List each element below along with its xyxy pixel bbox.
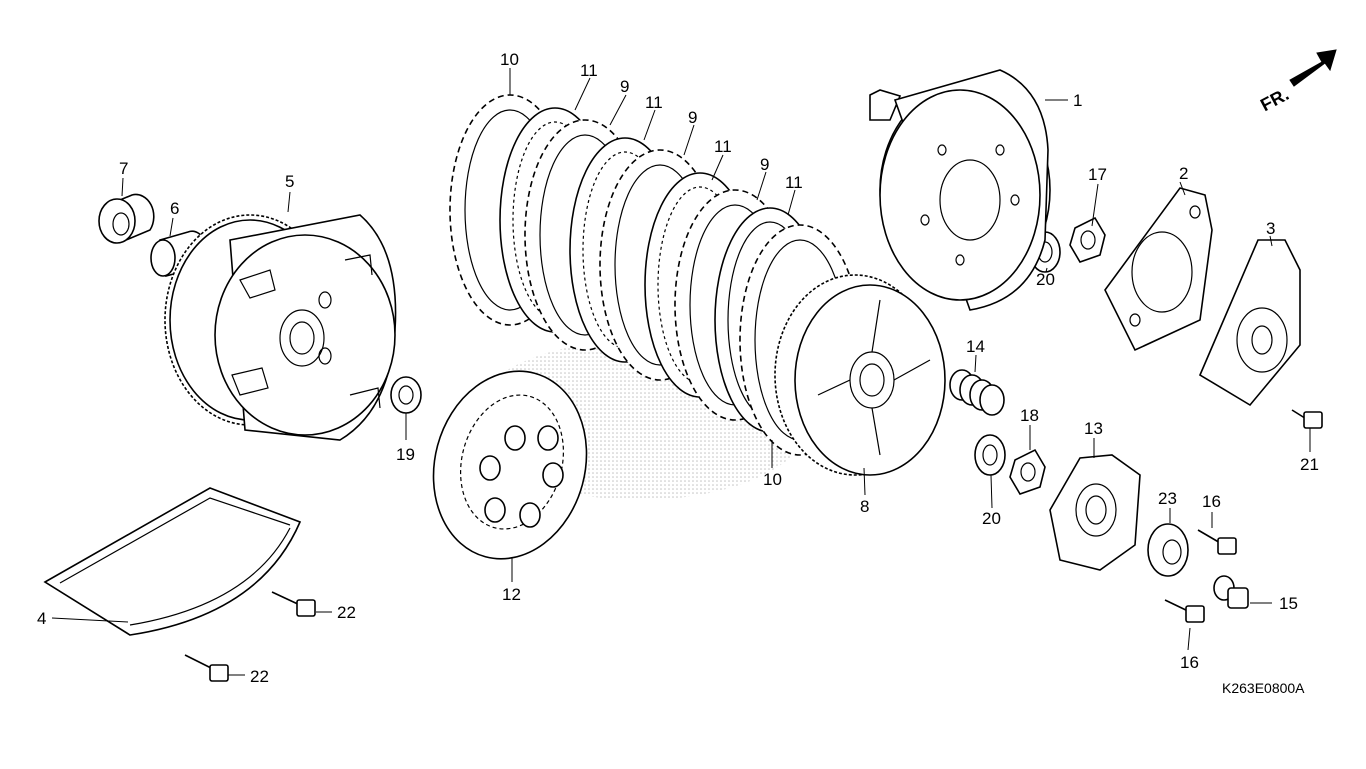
callout-20b: 20 <box>982 509 1001 528</box>
callout-9a: 9 <box>620 77 629 96</box>
callout-7: 7 <box>119 159 128 178</box>
callout-8: 8 <box>860 497 869 516</box>
callout-11a: 11 <box>580 61 598 80</box>
part-13-lifter-plate <box>1049 454 1141 571</box>
part-16-bolt-upper <box>1197 529 1237 555</box>
part-2-cover-gasket <box>1104 187 1213 352</box>
callout-12: 12 <box>502 585 521 604</box>
callout-11c: 11 <box>714 137 732 156</box>
part-19-washer <box>390 376 422 414</box>
part-16-bolt-lower <box>1164 599 1205 623</box>
part-20-washer-lower <box>974 434 1006 476</box>
callout-9b: 9 <box>688 108 697 127</box>
callout-9c: 9 <box>760 155 769 174</box>
callout-labels: 1 2 3 4 5 6 7 8 9 9 9 10 10 11 11 11 11 … <box>37 50 1319 686</box>
callout-1: 1 <box>1073 91 1082 110</box>
part-8-clutch-center <box>774 274 946 476</box>
part-12-pressure-plate <box>432 370 588 560</box>
part-1-drive-housing <box>869 69 1051 311</box>
part-5-clutch-outer <box>164 214 397 441</box>
clutch-disc-stack <box>449 94 861 456</box>
part-15-lifter-pin <box>1213 575 1249 609</box>
part-17-lock-nut <box>1069 216 1106 263</box>
callout-10b: 10 <box>763 470 782 489</box>
callout-21: 21 <box>1300 455 1319 474</box>
callout-16a: 16 <box>1202 492 1221 511</box>
part-21-bolt <box>1291 409 1323 429</box>
part-22-bolt-lower <box>184 654 229 682</box>
callout-20a: 20 <box>1036 270 1055 289</box>
callout-2: 2 <box>1179 164 1188 183</box>
part-4-gasket <box>43 487 302 636</box>
front-direction-label: FR. <box>1257 84 1292 115</box>
callout-18: 18 <box>1020 406 1039 425</box>
leader-lines <box>51 68 1311 676</box>
callout-17: 17 <box>1088 165 1107 184</box>
callout-11d: 11 <box>785 173 803 192</box>
callout-13: 13 <box>1084 419 1103 438</box>
callout-16b: 16 <box>1180 653 1199 672</box>
callout-11b: 11 <box>645 93 663 112</box>
callout-5: 5 <box>285 172 294 191</box>
diagram-code: K263E0800A <box>1222 680 1305 696</box>
callout-3: 3 <box>1266 219 1275 238</box>
front-direction-arrow: FR. <box>1257 49 1337 115</box>
part-18-lock-nut <box>1009 448 1046 495</box>
callout-19: 19 <box>396 445 415 464</box>
part-14-spring <box>949 369 1005 416</box>
callout-10a: 10 <box>500 50 519 69</box>
callout-23: 23 <box>1158 489 1177 508</box>
callout-15: 15 <box>1279 594 1298 613</box>
part-3-cover <box>1198 239 1301 407</box>
part-23-bearing <box>1147 523 1189 577</box>
callout-14: 14 <box>966 337 985 356</box>
part-22-bolt-upper <box>271 591 316 617</box>
callout-22a: 22 <box>337 603 356 622</box>
callout-22b: 22 <box>250 667 269 686</box>
callout-6: 6 <box>170 199 179 218</box>
callout-4: 4 <box>37 609 46 628</box>
part-7-bearing <box>98 193 155 244</box>
